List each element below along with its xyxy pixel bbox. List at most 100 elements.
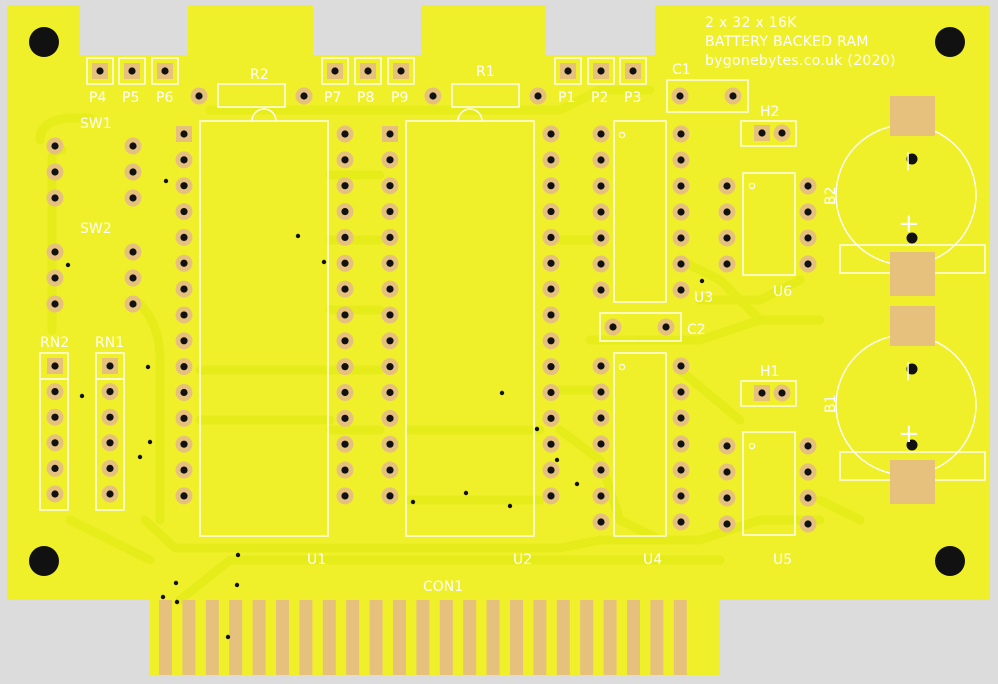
rn1-outline xyxy=(95,352,125,511)
edge-finger xyxy=(159,600,172,675)
pad xyxy=(592,203,610,221)
battery-hole xyxy=(906,363,918,375)
pad xyxy=(542,435,560,453)
edge-finger xyxy=(252,600,266,675)
board-title-line-1: 2 x 32 x 16K xyxy=(705,15,797,31)
pad xyxy=(327,63,343,79)
pad xyxy=(175,487,193,505)
via xyxy=(534,426,540,432)
label-h2: H2 xyxy=(760,104,779,120)
label-rn1: RN1 xyxy=(95,335,124,351)
u2-outline xyxy=(405,120,535,537)
edge-finger xyxy=(229,600,243,675)
via xyxy=(554,457,560,463)
pad xyxy=(46,485,64,503)
silk-labels: 2 x 32 x 16K BATTERY BACKED RAM bygoneby… xyxy=(40,15,920,595)
label-b1: B1 xyxy=(823,394,839,413)
pads xyxy=(46,63,918,533)
pad xyxy=(46,408,64,426)
mounting-hole-top-left xyxy=(29,27,59,57)
pad xyxy=(336,306,354,324)
pad xyxy=(175,358,193,376)
via xyxy=(137,454,143,460)
pad xyxy=(46,434,64,452)
pad xyxy=(175,306,193,324)
pad xyxy=(336,228,354,246)
pad xyxy=(542,125,560,143)
pad xyxy=(124,63,140,79)
pad xyxy=(672,229,690,247)
pad xyxy=(381,306,399,324)
pad xyxy=(672,177,690,195)
pad xyxy=(754,125,770,141)
label-p6: P6 xyxy=(156,90,173,106)
edge-finger xyxy=(533,600,547,675)
pad xyxy=(799,177,817,195)
label-sw1: SW1 xyxy=(80,116,112,132)
pad xyxy=(542,358,560,376)
mounting-hole-top-right xyxy=(935,27,965,57)
label-u1: U1 xyxy=(307,552,326,568)
pad xyxy=(657,318,675,336)
via xyxy=(295,233,301,239)
pad xyxy=(101,383,119,401)
pad xyxy=(175,203,193,221)
via xyxy=(145,364,151,370)
traces xyxy=(35,85,865,605)
pad xyxy=(724,87,742,105)
pad xyxy=(542,332,560,350)
pad xyxy=(124,189,142,207)
pad xyxy=(718,437,736,455)
pad xyxy=(295,87,313,105)
pad xyxy=(718,203,736,221)
edge-finger xyxy=(322,600,336,675)
label-con1: CON1 xyxy=(423,579,463,595)
pad xyxy=(381,203,399,221)
pad xyxy=(672,357,690,375)
mounting-hole-bottom-right xyxy=(935,546,965,576)
pad xyxy=(336,358,354,376)
pad xyxy=(592,435,610,453)
pad xyxy=(672,125,690,143)
pad xyxy=(672,255,690,273)
via xyxy=(173,580,179,586)
b2-minus-mark: | xyxy=(905,150,911,171)
r2-outline xyxy=(217,83,286,108)
pad xyxy=(175,254,193,272)
edge-finger xyxy=(182,600,196,675)
pad xyxy=(592,255,610,273)
pad xyxy=(672,487,690,505)
label-u2: U2 xyxy=(513,552,532,568)
pad xyxy=(604,318,622,336)
pad xyxy=(672,281,690,299)
pad xyxy=(336,384,354,401)
label-p8: P8 xyxy=(357,90,374,106)
pad xyxy=(592,281,610,299)
via xyxy=(234,582,240,588)
pad xyxy=(672,461,690,479)
pad xyxy=(592,461,610,479)
board-title-line-3: bygonebytes.co.uk (2020) xyxy=(705,53,896,69)
pad xyxy=(754,385,770,401)
pad xyxy=(592,151,610,169)
pad xyxy=(381,280,399,298)
pad xyxy=(542,409,560,427)
pad xyxy=(336,151,354,169)
label-r1: R1 xyxy=(476,64,495,80)
pad xyxy=(542,461,560,479)
board-title-line-2: BATTERY BACKED RAM xyxy=(705,34,869,50)
pad xyxy=(175,384,193,401)
pad xyxy=(718,255,736,273)
pad xyxy=(175,151,193,169)
b2-plus-mark: + xyxy=(898,209,920,239)
pad xyxy=(101,459,119,477)
edge-connector-con1 xyxy=(159,600,687,675)
via xyxy=(507,503,513,509)
pad xyxy=(381,228,399,246)
via xyxy=(174,599,180,605)
u6-outline xyxy=(742,172,796,276)
edge-finger xyxy=(556,600,570,675)
edge-finger xyxy=(510,600,523,675)
pad xyxy=(381,332,399,350)
pad xyxy=(560,63,576,79)
